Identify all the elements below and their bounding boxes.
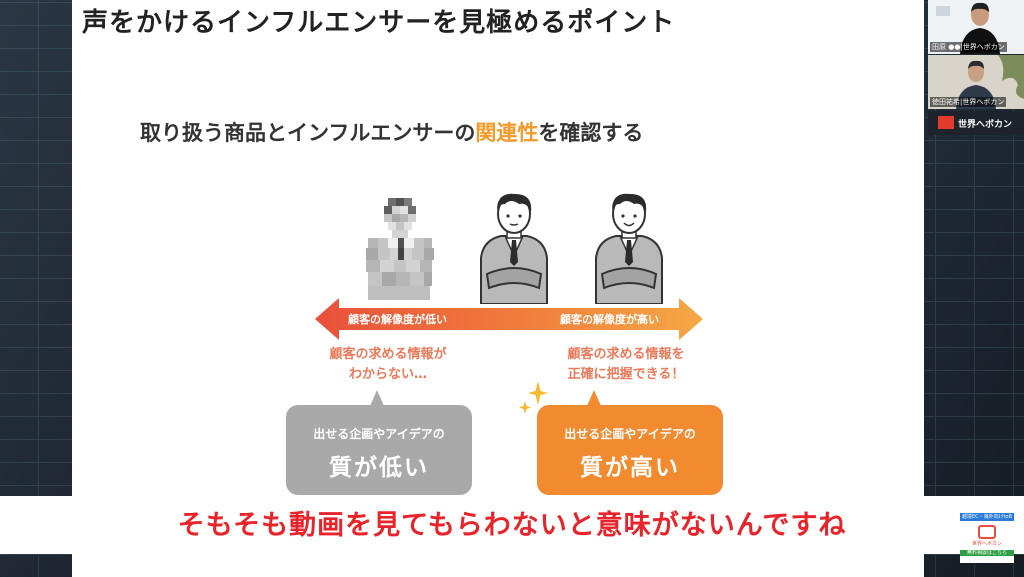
note-right-line1: 顧客の求める情報を (567, 347, 685, 362)
subtitle-caption: そもそも動画を見てもらわないと意味がないんですね (177, 510, 847, 541)
brand-logo-tile: 世界へボカン (928, 111, 1024, 135)
ad-top-label: 越境EC・海外向けtoB (960, 513, 1014, 521)
high-bubble-main: 質が高い (580, 455, 680, 481)
note-high-resolution: 顧客の求める情報を 正確に把握できる！ (556, 345, 696, 385)
caption-band (0, 496, 1024, 554)
ad-cta-label: 無料相談はこちら (960, 550, 1014, 556)
note-low-resolution: 顧客の求める情報が わからない… (308, 345, 468, 385)
sparkle-icon (519, 381, 548, 414)
businessman-illustration-confident (592, 192, 666, 304)
brand-logo-icon (938, 116, 954, 129)
brand-name: 世界へボカン (958, 120, 1013, 130)
note-left-line1: 顧客の求める情報が (329, 347, 447, 362)
bubble-tail-orange (587, 390, 601, 406)
businessman-illustration (477, 192, 551, 304)
participant-video-1[interactable]: 田原 ●●|世界へボカン (928, 0, 1024, 54)
note-left-line2: わからない… (348, 367, 427, 382)
arrow-label-high: 顧客の解像度が高い (560, 313, 659, 326)
note-right-line2: 正確に把握できる！ (567, 367, 685, 382)
participant-video-2[interactable]: 徳田祐希|世界へボカン (928, 55, 1024, 109)
subtitle-highlight: 関連性 (475, 121, 539, 145)
resolution-double-arrow (315, 296, 703, 342)
consultation-ad-banner[interactable]: 越境EC・海外向けtoB 世界へボカン 無料相談はこちら (960, 513, 1014, 563)
high-quality-bubble: 出せる企画やアイデアの 質が高い (537, 405, 723, 495)
low-quality-bubble: 出せる企画やアイデアの 質が低い (286, 405, 472, 495)
slide-title: 声をかけるインフルエンサーを見極めるポイント (82, 8, 676, 38)
arrow-label-low: 顧客の解像度が低い (348, 313, 447, 326)
bubble-tail-gray (370, 390, 384, 406)
subtitle-before: 取り扱う商品とインフルエンサーの (140, 121, 476, 145)
low-bubble-main: 質が低い (329, 455, 429, 481)
slide-subtitle: 取り扱う商品とインフルエンサーの関連性を確認する (140, 117, 643, 147)
pixelated-person-illustration (362, 192, 436, 304)
subtitle-after: を確認する (538, 121, 644, 145)
participant-name-2: 徳田祐希|世界へボカン (930, 97, 1007, 107)
presentation-slide: 声をかけるインフルエンサーを見極めるポイント 取り扱う商品とインフルエンサーの関… (72, 0, 924, 577)
low-bubble-sub: 出せる企画やアイデアの (313, 427, 445, 441)
ad-brand-name: 世界へボカン (971, 541, 1002, 547)
participant-name-1: 田原 ●●|世界へボカン (930, 42, 1007, 52)
chat-bubble-icon (978, 525, 996, 539)
high-bubble-sub: 出せる企画やアイデアの (564, 427, 696, 441)
